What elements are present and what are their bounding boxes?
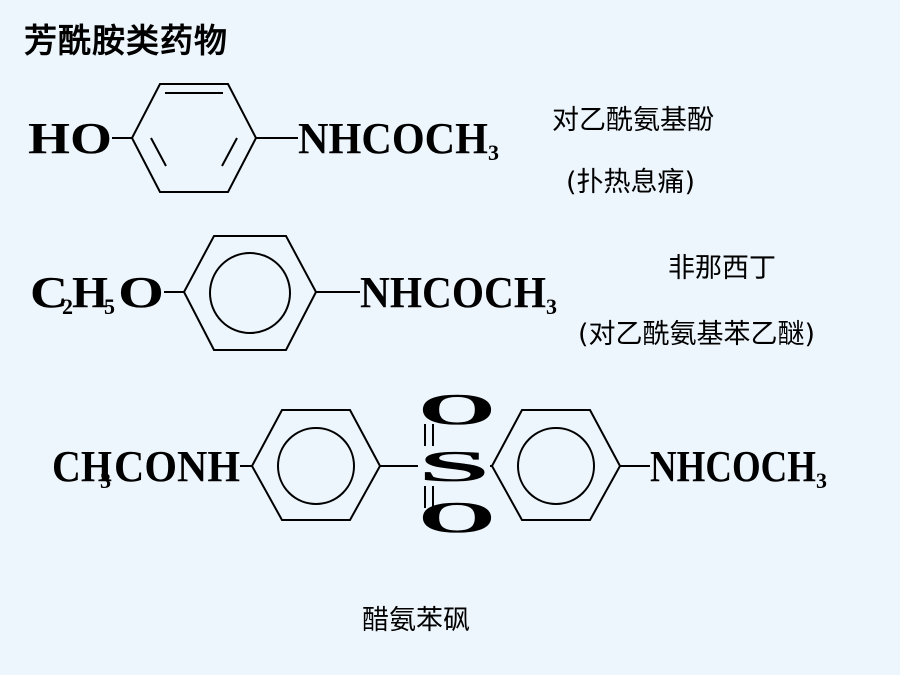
group-o-mol2: O (118, 268, 164, 317)
benzene-ring-3b (490, 409, 622, 521)
group-ch-mol3: CH (52, 442, 112, 491)
drug-name-phenacetin: 非那西丁 (668, 253, 776, 284)
drug-alias-phenacetin: (对乙酰氨基苯乙醚) (578, 319, 816, 350)
group-h-mol2: H (72, 268, 108, 317)
benzene-ring-1 (130, 83, 258, 193)
group-c-mol2: C (30, 268, 68, 317)
sub-3-mol2: 3 (546, 294, 557, 319)
group-nhcoch3-1: NHCOCH (298, 114, 488, 163)
sub-5-mol2: 5 (104, 294, 115, 319)
drug-alias-paracetamol: (扑热息痛) (566, 167, 696, 198)
sub-3-mol3-right: 3 (816, 468, 827, 493)
sub-3-mol3: 3 (100, 468, 111, 493)
sub-3-mol1: 3 (488, 140, 499, 165)
sulfur-atom: S (418, 442, 490, 491)
benzene-ring-3a (250, 409, 382, 521)
oxygen-top: O (418, 385, 496, 434)
group-ho: HO (28, 114, 112, 163)
oxygen-bottom: O (418, 493, 496, 542)
group-nhcoch3-2: NHCOCH (360, 268, 546, 317)
group-conh-mol3: CONH (114, 442, 240, 491)
drug-name-acedapsone: 醋氨苯砜 (362, 605, 470, 636)
sub-2-mol2: 2 (62, 294, 73, 319)
benzene-ring-2 (182, 235, 318, 351)
slide-title: 芳酰胺类药物 (24, 21, 228, 60)
group-nhcoch3-3: NHCOCH (650, 442, 816, 491)
drug-name-paracetamol: 对乙酰氨基酚 (552, 105, 714, 136)
